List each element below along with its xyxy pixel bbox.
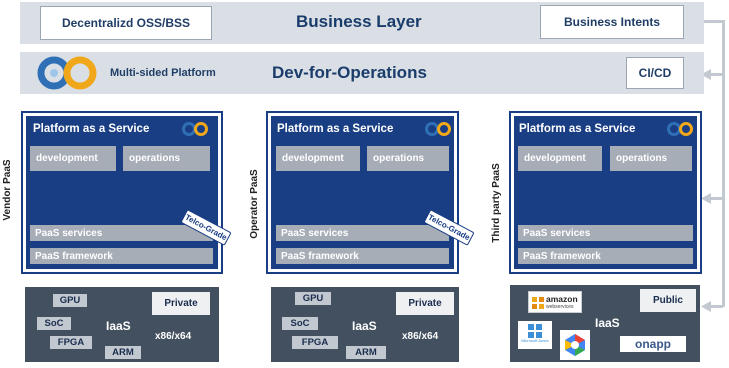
operator-paas-title: Platform as a Service	[277, 123, 394, 135]
third-party-paas-title: Platform as a Service	[519, 123, 636, 135]
third-party-operations-box: operations	[610, 146, 692, 171]
devops-title: Dev-for-Operations	[272, 63, 427, 82]
arm-chip: ARM	[105, 346, 141, 359]
vendor-paas-label: Vendor PaaS	[2, 159, 13, 221]
operator-paas-panel	[271, 116, 454, 269]
devops-band	[20, 52, 704, 94]
arm-chip: ARM	[346, 346, 386, 359]
multi-sided-platform-label: Multi-sided Platform	[110, 67, 216, 79]
vendor-paas-panel	[26, 116, 218, 269]
fpga-chip: FPGA	[292, 336, 338, 349]
arrow-left-icon	[701, 301, 711, 312]
infinity-icon	[425, 122, 451, 136]
business-layer-title: Business Layer	[296, 12, 422, 31]
google-cloud-logo	[560, 330, 590, 360]
operator-operations-box: operations	[367, 146, 449, 171]
vendor-paas-services-bar: PaaS services	[30, 225, 213, 241]
public-box: Public	[640, 289, 696, 312]
third-party-paas-panel	[514, 116, 697, 269]
third-party-paas-services-bar: PaaS services	[518, 225, 693, 241]
connector-vertical	[722, 20, 725, 307]
arrow-left-icon	[701, 69, 711, 80]
amazon-text: amazon	[546, 294, 578, 304]
vendor-operations-box: operations	[123, 146, 210, 171]
operator-development-box: development	[276, 146, 360, 171]
windows-icon	[528, 324, 542, 338]
amazon-logo: amazon webservices	[528, 291, 582, 313]
gpu-chip: GPU	[53, 294, 87, 307]
ci-cd-box: CI/CD	[626, 57, 684, 89]
azure-logo: Microsoft Azure	[518, 321, 552, 349]
aws-cubes-icon	[532, 297, 544, 309]
operator-paas-services-bar: PaaS services	[276, 225, 449, 241]
x86-x64-label: x86/x64	[155, 331, 192, 342]
operator-paas-label: Operator PaaS	[249, 169, 260, 239]
third-party-development-box: development	[518, 146, 602, 171]
connector-business	[703, 20, 723, 23]
infinity-icon	[667, 122, 693, 136]
vendor-iaas-label: IaaS	[106, 319, 131, 333]
x86-x64-label: x86/x64	[402, 331, 439, 342]
business-intents-box: Business Intents	[540, 5, 684, 39]
operator-iaas-label: IaaS	[352, 319, 377, 333]
connector-iaas3	[704, 305, 723, 308]
fpga-chip: FPGA	[50, 336, 92, 349]
multi-sided-platform-icon	[37, 56, 97, 90]
third-party-iaas-label: IaaS	[595, 316, 620, 330]
gpu-chip: GPU	[295, 292, 331, 305]
oss-bss-box: Decentralizd OSS/BSS	[40, 6, 212, 40]
third-party-paas-label: Third party PaaS	[491, 163, 502, 243]
vendor-development-box: development	[30, 146, 116, 171]
soc-chip: SoC	[282, 317, 318, 330]
operator-paas-framework-bar: PaaS framework	[276, 248, 449, 264]
vendor-paas-framework-bar: PaaS framework	[30, 248, 213, 264]
third-party-paas-framework-bar: PaaS framework	[518, 248, 693, 264]
soc-chip: SoC	[37, 317, 71, 330]
arrow-left-icon	[701, 193, 711, 204]
azure-text: Microsoft Azure	[521, 338, 549, 343]
google-cloud-icon	[565, 334, 585, 356]
private-box: Private	[152, 292, 210, 315]
amazon-sub-text: webservices	[546, 304, 574, 310]
vendor-paas-title: Platform as a Service	[33, 123, 150, 135]
infinity-icon	[182, 122, 208, 136]
onapp-text: onapp	[635, 337, 671, 351]
connector-platform3	[704, 197, 723, 200]
connector-cicd	[704, 73, 723, 76]
onapp-logo: onapp	[620, 336, 686, 352]
private-box: Private	[396, 292, 454, 315]
